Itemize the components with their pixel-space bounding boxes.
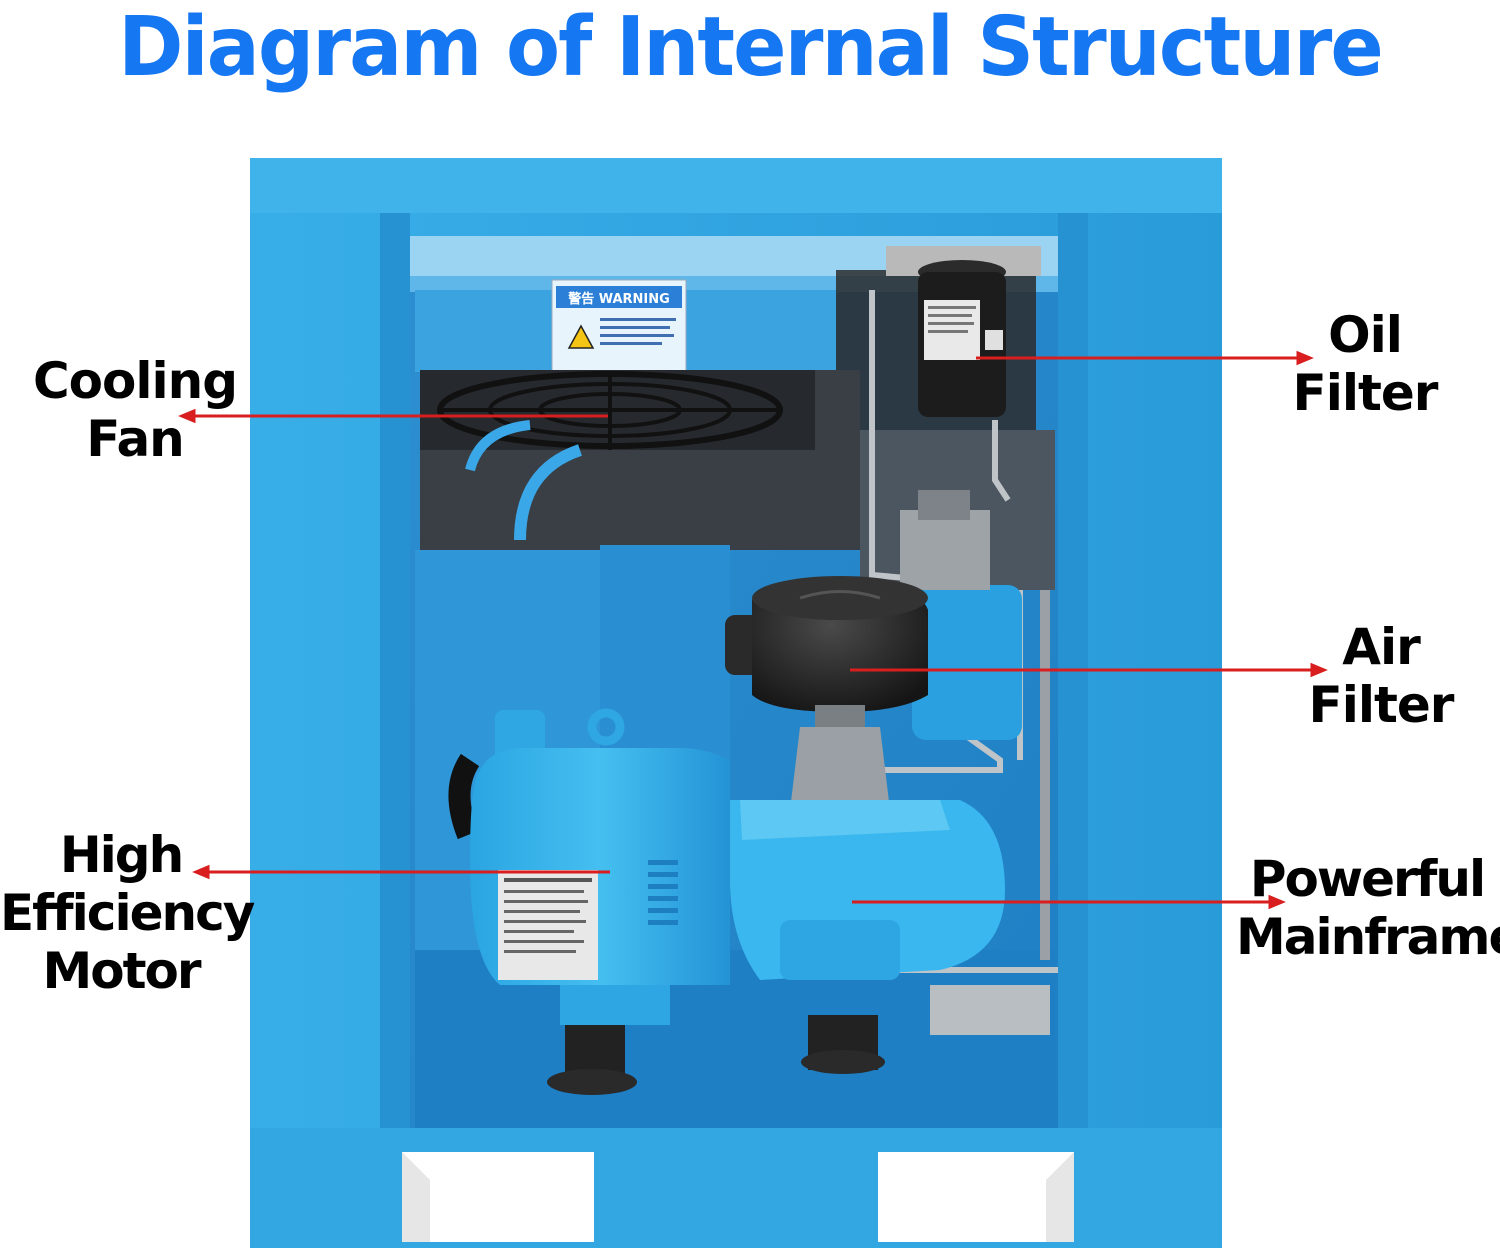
label-cooling-fan-line1: Cooling [32, 352, 238, 410]
high-efficiency-motor [448, 708, 730, 1095]
warning-sign: 警告 WARNING [551, 279, 687, 373]
arrowhead-motor [192, 864, 210, 880]
warning-sign-heading: 警告 WARNING [568, 291, 670, 307]
air-filter [725, 576, 928, 810]
label-mainframe-line2: Mainframe [1236, 908, 1500, 966]
label-oil-filter-line1: Oil [1328, 306, 1403, 364]
mainframe [730, 800, 1050, 1074]
label-mainframe: Powerful Mainframe [1236, 850, 1500, 966]
label-motor-line2: Efficiency [0, 884, 255, 942]
oil-filter [886, 246, 1041, 417]
arrowhead-air-filter [1310, 662, 1328, 678]
label-air-filter-line2: Filter [1308, 676, 1455, 734]
label-motor-line1: High [59, 826, 184, 884]
separator-tank [900, 490, 1022, 740]
label-air-filter: Air Filter [1286, 618, 1476, 734]
diagram-title: Diagram of Internal Structure [118, 0, 1384, 95]
label-mainframe-line1: Powerful [1249, 850, 1486, 908]
label-motor: High Efficiency Motor [0, 826, 255, 1000]
arrowhead-cooling-fan [178, 408, 196, 424]
label-motor-line3: Motor [42, 942, 201, 1000]
label-cooling-fan-line2: Fan [86, 410, 185, 468]
label-oil-filter-line2: Filter [1292, 364, 1439, 422]
arrowhead-oil-filter [1296, 350, 1314, 366]
label-oil-filter: Oil Filter [1270, 306, 1460, 422]
label-cooling-fan: Cooling Fan [30, 352, 240, 468]
forklift-slot-right [878, 1152, 1074, 1242]
label-air-filter-line1: Air [1342, 618, 1421, 676]
cooling-fan [420, 370, 815, 541]
pointer-lines [178, 350, 1328, 910]
forklift-slot-left [402, 1152, 594, 1242]
arrowhead-mainframe [1268, 894, 1286, 910]
